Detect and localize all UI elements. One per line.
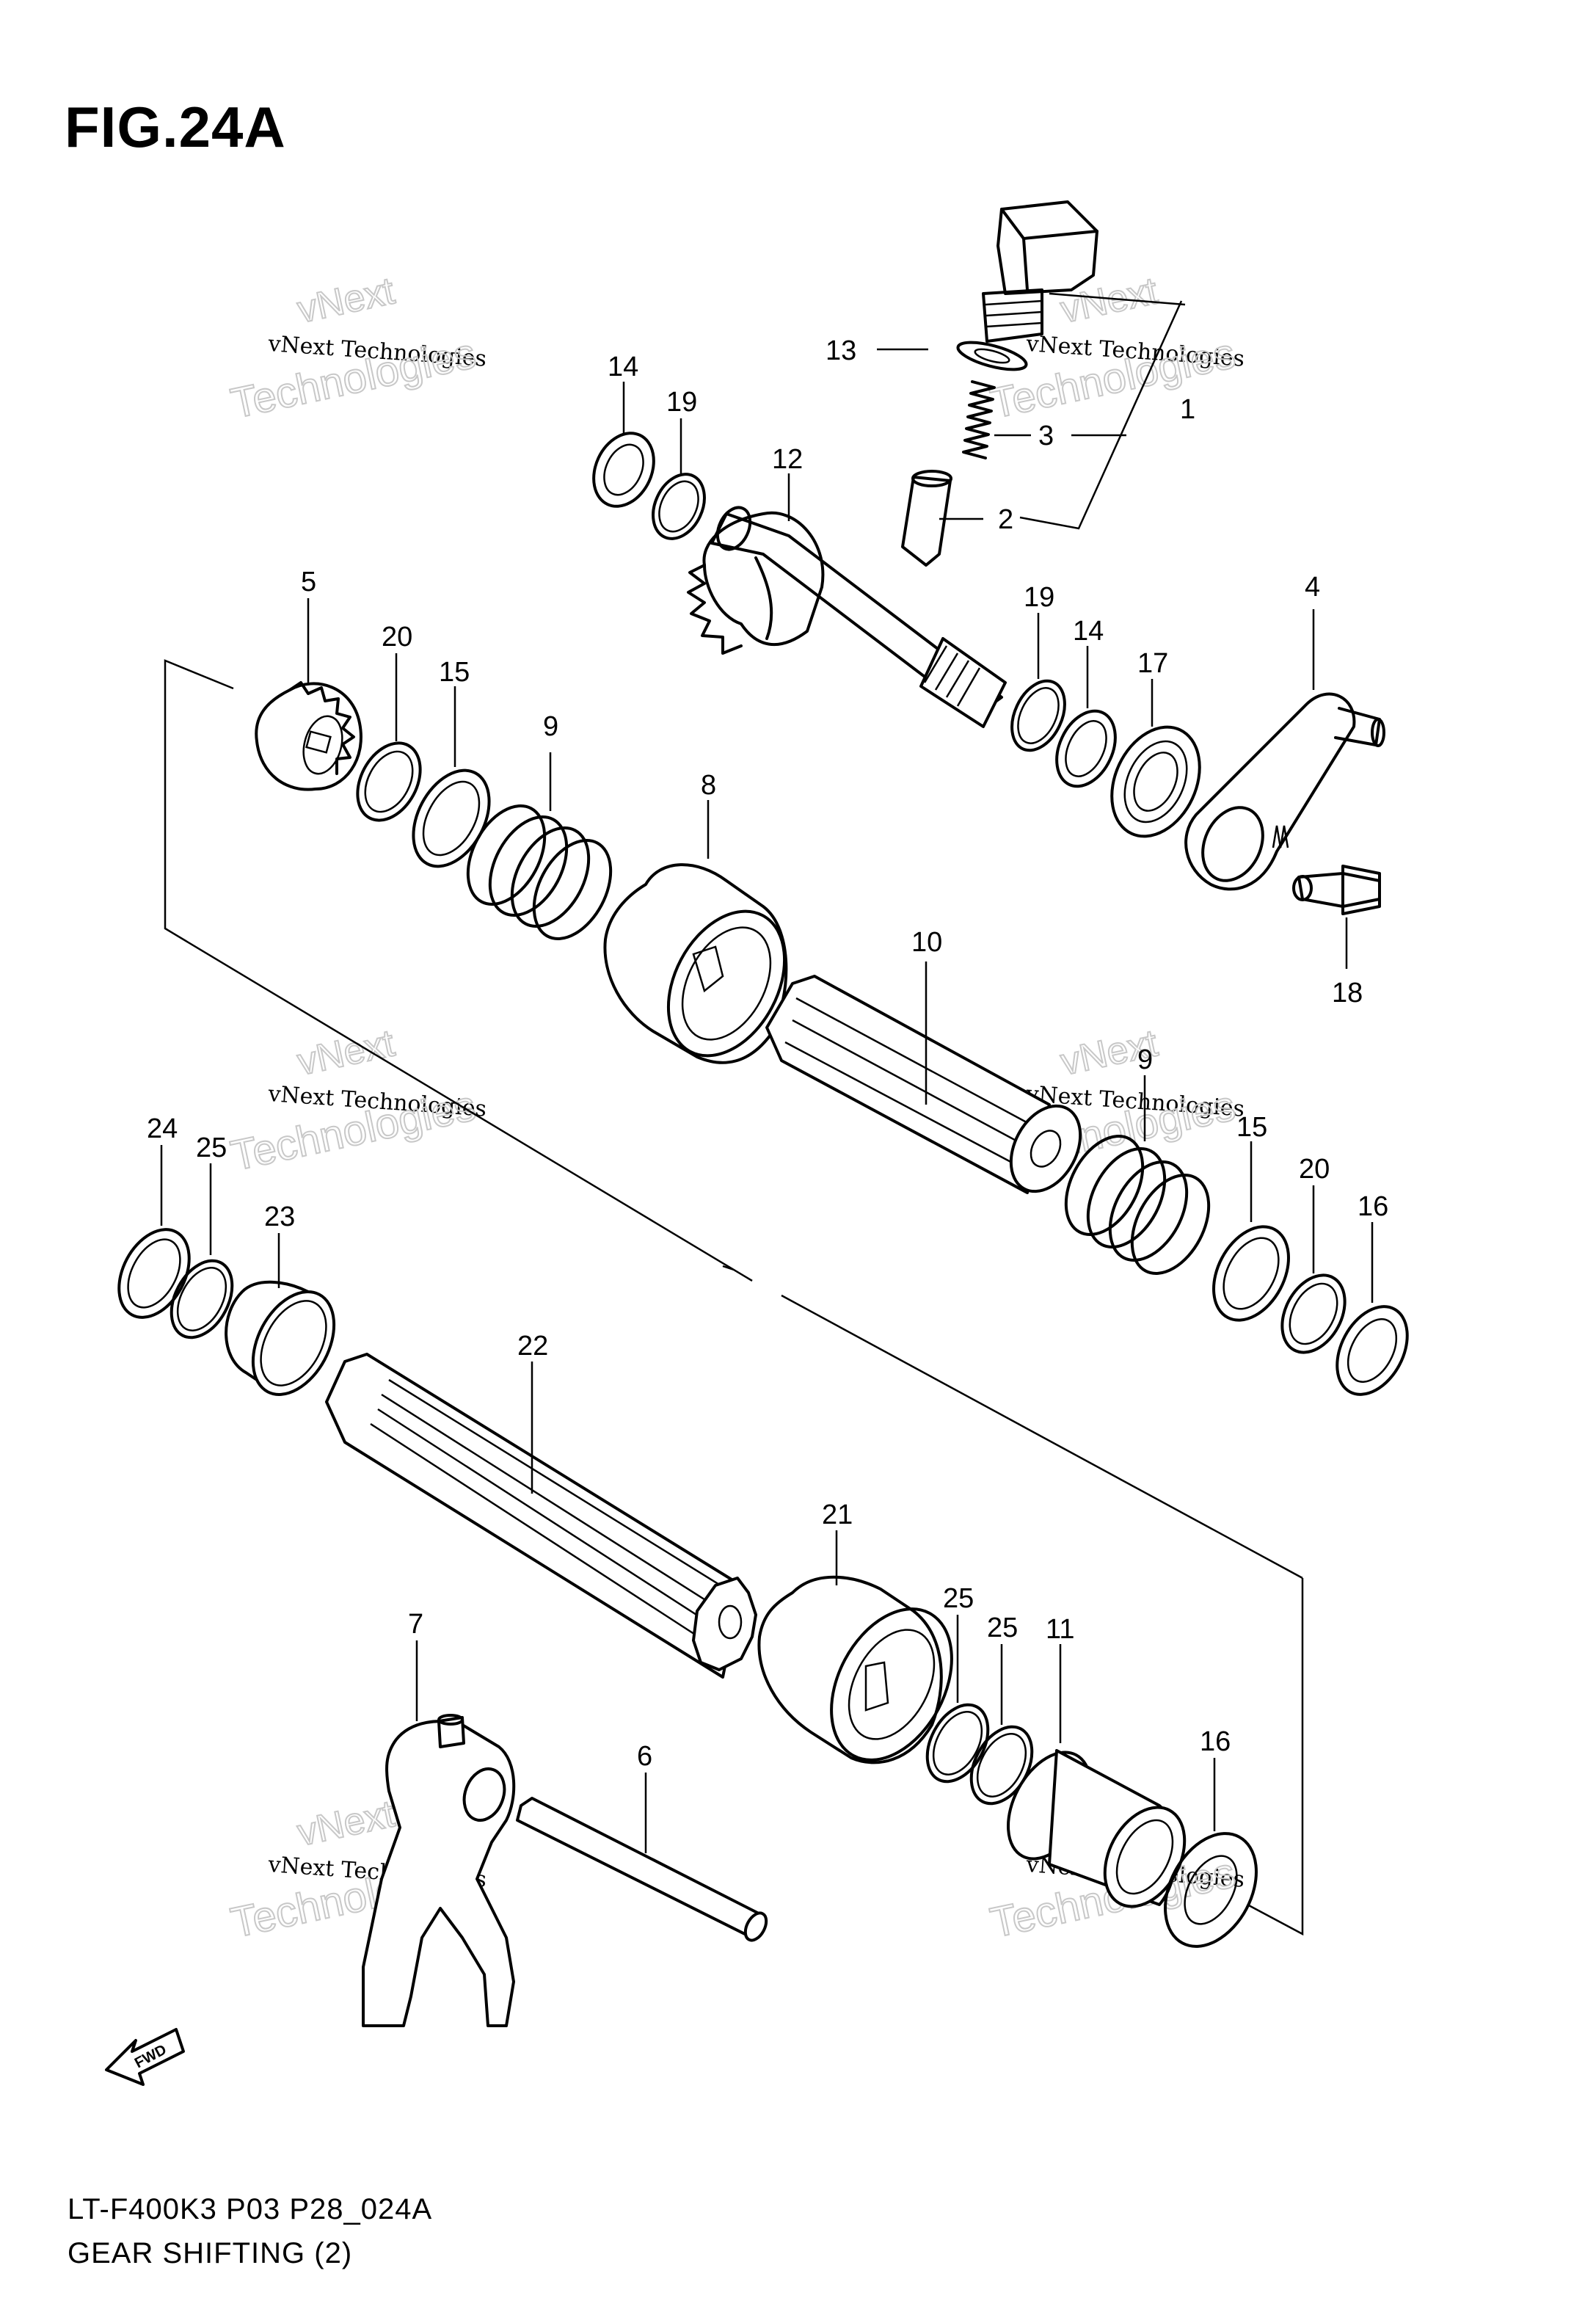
washer-16-lower: [1164, 1832, 1258, 1948]
circlip-25-left: [170, 1259, 234, 1339]
callout-6: 6: [637, 1741, 652, 1772]
forward-direction-arrow: FWD: [105, 2028, 185, 2086]
callout-14-top: 14: [608, 352, 638, 382]
callout-19-right: 19: [1024, 582, 1054, 613]
callout-labels: 1 2 3 4 5 6 7 8 9 9 10 11 12 13 14 14 15…: [147, 335, 1388, 1772]
callout-20-bottom: 20: [1299, 1154, 1330, 1185]
callout-15-top: 15: [439, 657, 470, 688]
callout-10: 10: [911, 927, 942, 958]
watermark-ghost-top: vNext: [294, 269, 398, 331]
callout-4: 4: [1305, 572, 1320, 603]
frame-right-corner: [1247, 1578, 1304, 1936]
plug-bolt: [982, 200, 1098, 343]
callout-11: 11: [1046, 1614, 1074, 1645]
collar-21: [757, 1575, 953, 1764]
assembly-frame: [164, 659, 1304, 1936]
callout-5: 5: [301, 567, 316, 597]
circlip-19-right: [1010, 679, 1066, 752]
callout-16-lower: 16: [1200, 1726, 1231, 1757]
washer-15-bottom: [1212, 1225, 1290, 1322]
callout-1: 1: [1180, 394, 1195, 425]
watermark-top-right: vNext vNext Technologies Technologies: [985, 269, 1245, 428]
callout-25-right-b: 25: [987, 1613, 1018, 1643]
spring-9-bottom: [1064, 1135, 1211, 1275]
callout-16-upper: 16: [1358, 1191, 1388, 1222]
callout-3: 3: [1038, 421, 1054, 451]
callout-2: 2: [998, 504, 1013, 535]
shaft-6: [516, 1797, 768, 1942]
callout-8: 8: [701, 770, 716, 801]
washer-14-top: [592, 432, 655, 508]
bearing-23: [225, 1280, 336, 1396]
shift-arm-4: [1184, 692, 1385, 891]
circlip-25-right-a: [925, 1703, 990, 1784]
model-code: LT-F400K3 P03 P28_024A: [68, 2193, 433, 2225]
callout-12: 12: [772, 444, 803, 475]
callout-9-bottom: 9: [1137, 1044, 1153, 1075]
collar-8: [603, 863, 788, 1064]
callout-25-left: 25: [196, 1133, 227, 1163]
watermark-mid-left: vNext vNext Technologies Technologies: [226, 1021, 487, 1180]
frame-left-edge: [164, 659, 753, 1282]
pin-2: [901, 470, 952, 567]
circlip-20-top: [356, 741, 422, 822]
callout-20-top: 20: [382, 622, 412, 652]
circlip-20-bottom: [1280, 1273, 1347, 1354]
watermark-ghost-top: vNext: [294, 1792, 398, 1854]
callout-21: 21: [822, 1499, 853, 1530]
frame-right-edge: [781, 1294, 1303, 1579]
figure-title: FIG.24A: [65, 95, 286, 159]
shaft-22: [325, 1353, 757, 1679]
washer-13: [956, 341, 1028, 371]
callout-22: 22: [517, 1331, 548, 1362]
callout-13: 13: [826, 335, 856, 366]
callout-19-top: 19: [666, 387, 697, 418]
circlip-19-top: [652, 473, 706, 540]
bolt-18: [1292, 865, 1381, 915]
callout-23: 23: [264, 1202, 295, 1232]
callout-25-right-a: 25: [943, 1583, 974, 1614]
washer-16-upper: [1336, 1305, 1409, 1396]
callout-17: 17: [1137, 648, 1168, 679]
callout-7: 7: [408, 1609, 423, 1640]
gearshift-shaft-12: [687, 506, 1007, 728]
shaft-10: [765, 975, 1082, 1194]
spring-9-top: [466, 804, 613, 940]
washer-24: [117, 1228, 191, 1319]
callout-18: 18: [1332, 978, 1363, 1008]
section-name: GEAR SHIFTING (2): [68, 2237, 353, 2269]
watermark-ghost-top: vNext: [294, 1022, 398, 1083]
callout-15-bottom: 15: [1236, 1112, 1267, 1143]
watermark-top-left: vNext vNext Technologies Technologies: [226, 269, 487, 428]
callout-leaders: [160, 292, 1374, 1853]
callout-14-right: 14: [1073, 616, 1104, 647]
frame-gap-mark: [722, 1265, 735, 1271]
shift-fork-7: [362, 1714, 516, 2027]
callout-9-top: 9: [543, 711, 558, 742]
bushing-11: [1006, 1749, 1187, 1908]
oil-seal-17: [1110, 725, 1201, 838]
gear-5: [255, 681, 362, 791]
washer-14-right: [1055, 709, 1117, 788]
washer-15-top: [412, 768, 491, 868]
spring-3: [962, 380, 996, 459]
callout-24: 24: [147, 1113, 178, 1144]
